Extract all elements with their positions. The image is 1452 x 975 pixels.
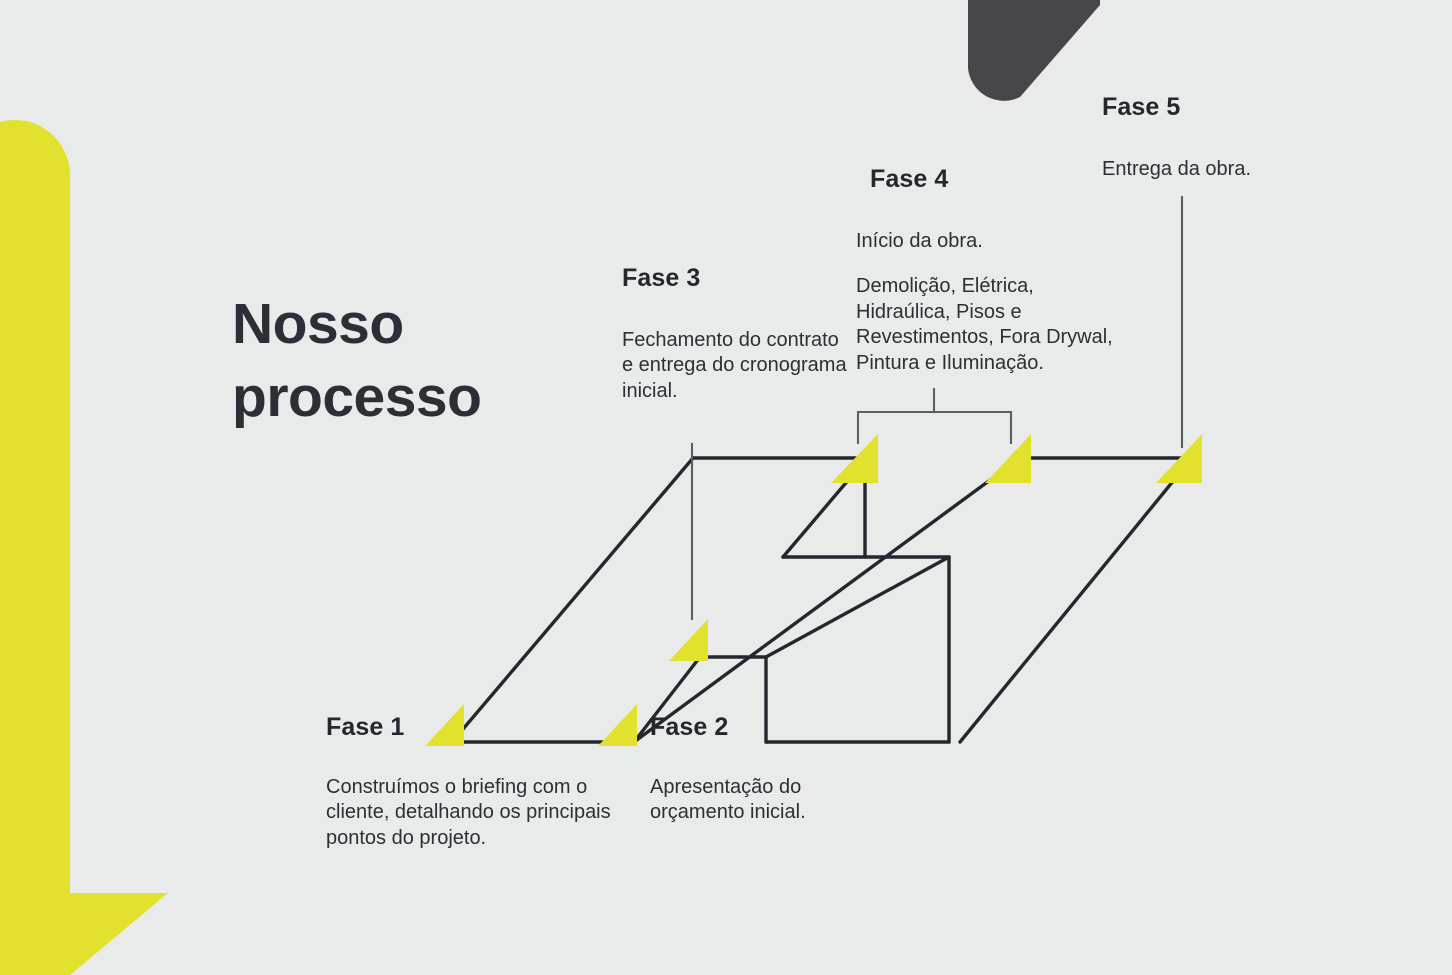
phase-block-1: Fase 1 Construímos o briefing com o clie… [326,713,626,851]
phase-block-2: Fase 2 Apresentação do orçamento inicial… [650,713,900,826]
phase-4-title: Fase 4 [870,165,949,193]
phase-5-body: Entrega da obra. [1102,157,1352,182]
phase-block-5: Fase 5 Entrega da obra. [1102,93,1352,182]
phase-3-body: Fechamento do contrato e entrega do cron… [622,328,852,404]
marker-group [425,434,1202,746]
iso-lower-left-diagonal [632,655,702,744]
phase-block-4: Fase 4 Início da obra. Demolição, Elétri… [856,165,1116,376]
yellow-triangle-marker [985,434,1031,483]
page-title-line-1: Nosso [232,292,404,356]
phase-1-body: Construímos o briefing com o cliente, de… [326,775,626,851]
yellow-triangle-marker [669,619,708,661]
phase-1-title: Fase 1 [326,713,405,741]
phase-2-paragraph: Apresentação do orçamento inicial. [650,776,806,824]
phase-1-paragraph: Construímos o briefing com o cliente, de… [326,776,611,849]
yellow-triangle-marker [1156,434,1202,483]
phase-4-paragraph-2: Demolição, Elétrica, Hidraúlica, Pisos e… [856,275,1113,374]
yellow-triangle-marker [831,434,878,483]
phase-5-title: Fase 5 [1102,93,1181,121]
phase-4-body: Início da obra. Demolição, Elétrica, Hid… [856,229,1116,376]
iso-right-long-diagonal [958,456,1194,744]
phase-3-title: Fase 3 [622,264,701,292]
page-title: Nosso processo [232,288,632,434]
page-title-line-2: processo [232,364,482,429]
yellow-triangle-marker [425,704,464,746]
phase-block-3: Fase 3 Fechamento do contrato e entrega … [622,264,852,404]
iso-left-diagonal [450,456,695,744]
phase-2-title: Fase 2 [650,713,729,741]
yellow-triangle-marker [598,704,637,746]
phase-4-paragraph-1: Início da obra. [856,230,983,252]
iso-mid-diagonal [632,456,1022,744]
iso-center-upper-diagonal [764,555,951,659]
phase-5-paragraph: Entrega da obra. [1102,158,1251,180]
phase-3-paragraph: Fechamento do contrato e entrega do cron… [622,329,847,402]
leader-bracket-phase-4 [856,410,1013,444]
phase-2-body: Apresentação do orçamento inicial. [650,775,900,826]
